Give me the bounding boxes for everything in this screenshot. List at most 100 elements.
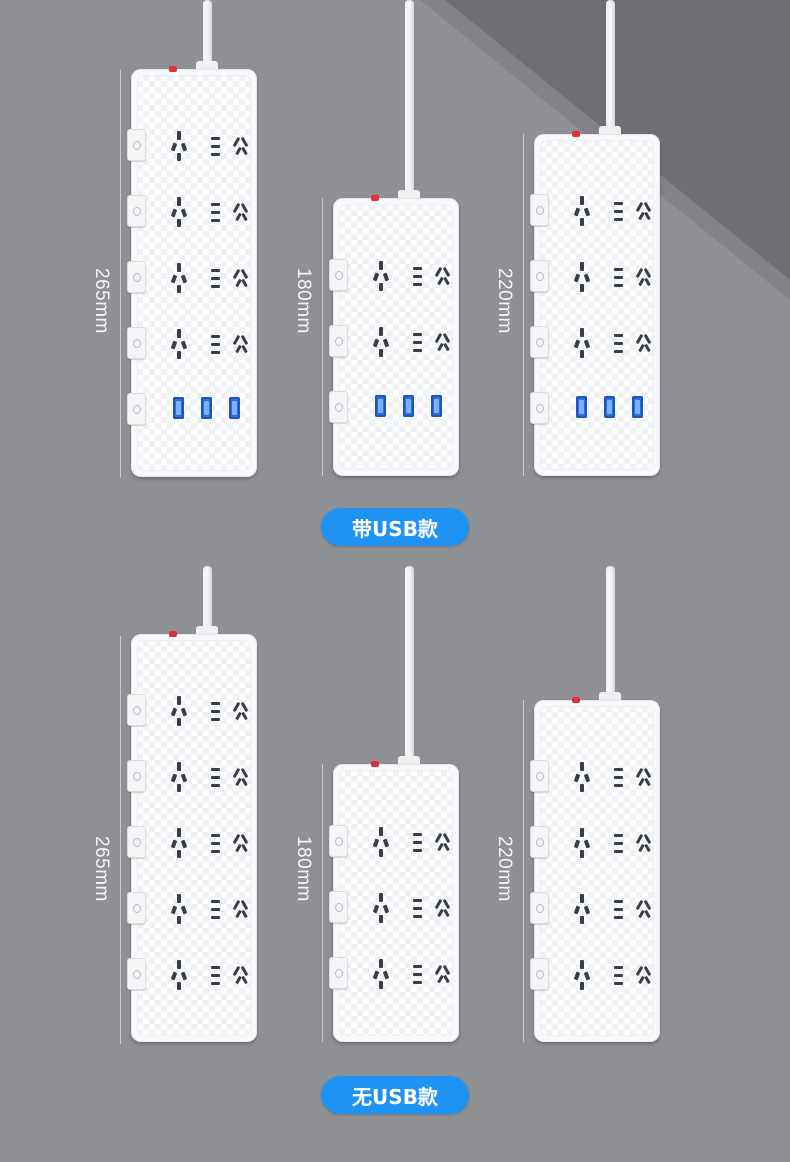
outlet-row xyxy=(127,688,257,732)
pin xyxy=(241,975,248,985)
pin xyxy=(177,131,181,140)
pin xyxy=(211,277,220,280)
pin xyxy=(573,971,581,981)
rocker-switch-icon[interactable] xyxy=(127,958,146,990)
pin xyxy=(170,274,178,284)
usb-port-icon xyxy=(201,397,212,419)
rocker-switch-icon[interactable] xyxy=(329,825,348,857)
pin xyxy=(413,981,422,984)
rocker-switch-icon[interactable] xyxy=(127,327,146,359)
rocker-switch-icon[interactable] xyxy=(127,760,146,792)
pin xyxy=(443,276,450,286)
pin xyxy=(580,916,584,924)
pin xyxy=(382,338,390,348)
rocker-switch-icon[interactable] xyxy=(530,260,549,292)
pin xyxy=(413,899,422,902)
rocker-switch-icon[interactable] xyxy=(127,261,146,293)
outlet-row xyxy=(127,820,257,864)
pin xyxy=(180,707,188,717)
pin xyxy=(413,841,422,844)
pin xyxy=(643,267,652,279)
power-cord xyxy=(405,0,414,198)
usb-port-icon xyxy=(229,397,240,419)
cord-strain-relief xyxy=(599,692,621,702)
rocker-switch-icon[interactable] xyxy=(530,392,549,424)
pin xyxy=(382,904,390,914)
two-pin-outlet-icon xyxy=(614,764,652,787)
rocker-switch-icon[interactable] xyxy=(530,760,549,792)
pin xyxy=(443,342,450,352)
power-indicator-icon xyxy=(572,131,580,137)
pin xyxy=(635,899,644,911)
pin xyxy=(232,833,241,845)
pin xyxy=(379,327,383,336)
rocker-switch-icon[interactable] xyxy=(127,393,146,425)
pin xyxy=(211,203,220,206)
pin xyxy=(644,909,651,919)
pin xyxy=(241,278,248,288)
pin xyxy=(635,201,644,213)
switch-mark xyxy=(536,904,544,913)
pin xyxy=(170,208,178,218)
two-pin-outlet-icon xyxy=(614,962,652,985)
pin xyxy=(180,971,188,981)
power-indicator-icon xyxy=(169,631,177,637)
rocker-switch-icon[interactable] xyxy=(530,194,549,226)
rocker-switch-icon[interactable] xyxy=(530,326,549,358)
rocker-switch-icon[interactable] xyxy=(127,694,146,726)
two-pin-outlet-icon xyxy=(413,329,451,352)
two-pin-outlet-icon xyxy=(614,198,652,221)
usb-row xyxy=(530,386,660,430)
outlet-row xyxy=(329,885,459,929)
two-pin-outlet-icon xyxy=(614,896,652,919)
outlet-row xyxy=(329,819,459,863)
pin xyxy=(644,211,651,221)
three-pin-outlet-icon xyxy=(573,960,591,990)
rocker-switch-icon[interactable] xyxy=(329,259,348,291)
three-pin-outlet-icon xyxy=(573,762,591,792)
rocker-switch-icon[interactable] xyxy=(329,891,348,923)
usb-version-badge: 带USB款 xyxy=(321,508,469,546)
three-pin-outlet-icon xyxy=(573,828,591,858)
rocker-switch-icon[interactable] xyxy=(127,826,146,858)
pin xyxy=(614,276,623,279)
rocker-switch-icon[interactable] xyxy=(530,892,549,924)
rocker-switch-icon[interactable] xyxy=(329,325,348,357)
strip-textured-face xyxy=(540,706,654,1036)
pin xyxy=(635,767,644,779)
rocker-switch-icon[interactable] xyxy=(329,391,348,423)
outlet-row xyxy=(530,754,660,798)
pin xyxy=(170,340,178,350)
rocker-switch-icon[interactable] xyxy=(530,826,549,858)
pin xyxy=(413,275,422,278)
pin xyxy=(643,333,652,345)
pin xyxy=(635,267,644,279)
length-label: 220mm xyxy=(494,836,515,902)
pin xyxy=(211,269,220,272)
pin xyxy=(211,908,220,911)
rocker-switch-icon[interactable] xyxy=(329,957,348,989)
two-pin-outlet-icon xyxy=(614,830,652,853)
pin xyxy=(580,284,584,292)
dimension-line xyxy=(322,198,323,476)
usb-row xyxy=(127,387,257,431)
rocker-switch-icon[interactable] xyxy=(530,958,549,990)
pin xyxy=(211,211,220,214)
rocker-switch-icon[interactable] xyxy=(127,129,146,161)
switch-mark xyxy=(133,772,141,781)
power-strip xyxy=(329,195,459,476)
power-cord xyxy=(606,566,615,700)
pin xyxy=(614,834,623,837)
pin xyxy=(580,784,584,792)
rocker-switch-icon[interactable] xyxy=(127,195,146,227)
pin xyxy=(379,959,383,968)
pin xyxy=(241,909,248,919)
rocker-switch-icon[interactable] xyxy=(127,892,146,924)
pin xyxy=(240,334,249,346)
two-pin-outlet-icon xyxy=(211,698,249,721)
pin xyxy=(240,833,249,845)
three-pin-outlet-icon xyxy=(372,827,390,857)
length-label: 220mm xyxy=(494,268,515,334)
pin xyxy=(177,153,181,161)
pin xyxy=(170,707,178,717)
